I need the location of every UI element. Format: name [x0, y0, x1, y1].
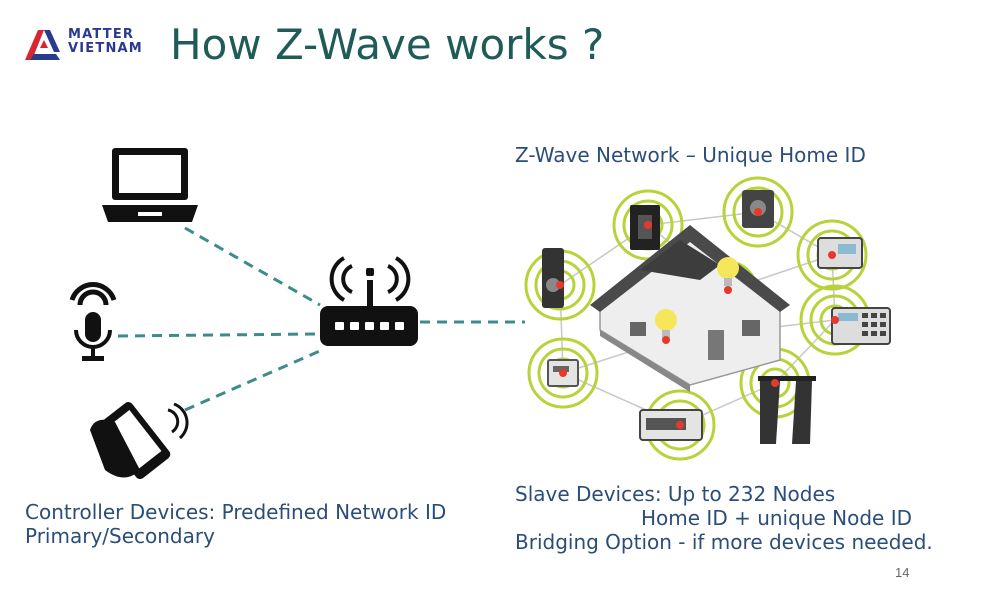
- sensor-icon: [639, 409, 703, 441]
- lightbulb-icon: [655, 309, 677, 338]
- page-number: 14: [895, 565, 910, 580]
- slave-description: Slave Devices: Up to 232 Nodes Home ID +…: [515, 482, 933, 554]
- curtain-icon: [758, 376, 816, 444]
- logo-mark-icon: [25, 30, 60, 60]
- zwave-network-illustration: [524, 176, 891, 461]
- network-title: Z-Wave Network – Unique Home ID: [515, 143, 866, 167]
- controller-description: Controller Devices: Predefined Network I…: [25, 500, 446, 548]
- lightbulb-icon: [717, 257, 739, 286]
- door-lock-icon: [542, 248, 564, 308]
- thermostat-icon: [817, 237, 863, 269]
- smartphone-icon: [90, 402, 189, 480]
- router-icon: [320, 256, 418, 346]
- matter-vietnam-logo: [20, 22, 150, 66]
- microphone-icon: [69, 282, 117, 361]
- slave-line-3: Bridging Option - if more devices needed…: [515, 530, 933, 554]
- house-icon: [590, 225, 790, 392]
- slide-title: How Z-Wave works ?: [170, 20, 605, 69]
- link-phone-router: [184, 348, 323, 412]
- slave-line-2: Home ID + unique Node ID: [641, 506, 912, 530]
- link-laptop-router: [184, 226, 321, 307]
- controller-line-2: Primary/Secondary: [25, 524, 215, 548]
- keypad-icon: [831, 307, 891, 345]
- link-mic-router: [117, 332, 316, 338]
- laptop-icon: [102, 148, 198, 222]
- controller-line-1: Controller Devices: Predefined Network I…: [25, 500, 447, 524]
- logo-wordmark: MATTER VIETNAM: [68, 27, 143, 56]
- slave-line-1: Slave Devices: Up to 232 Nodes: [515, 482, 836, 506]
